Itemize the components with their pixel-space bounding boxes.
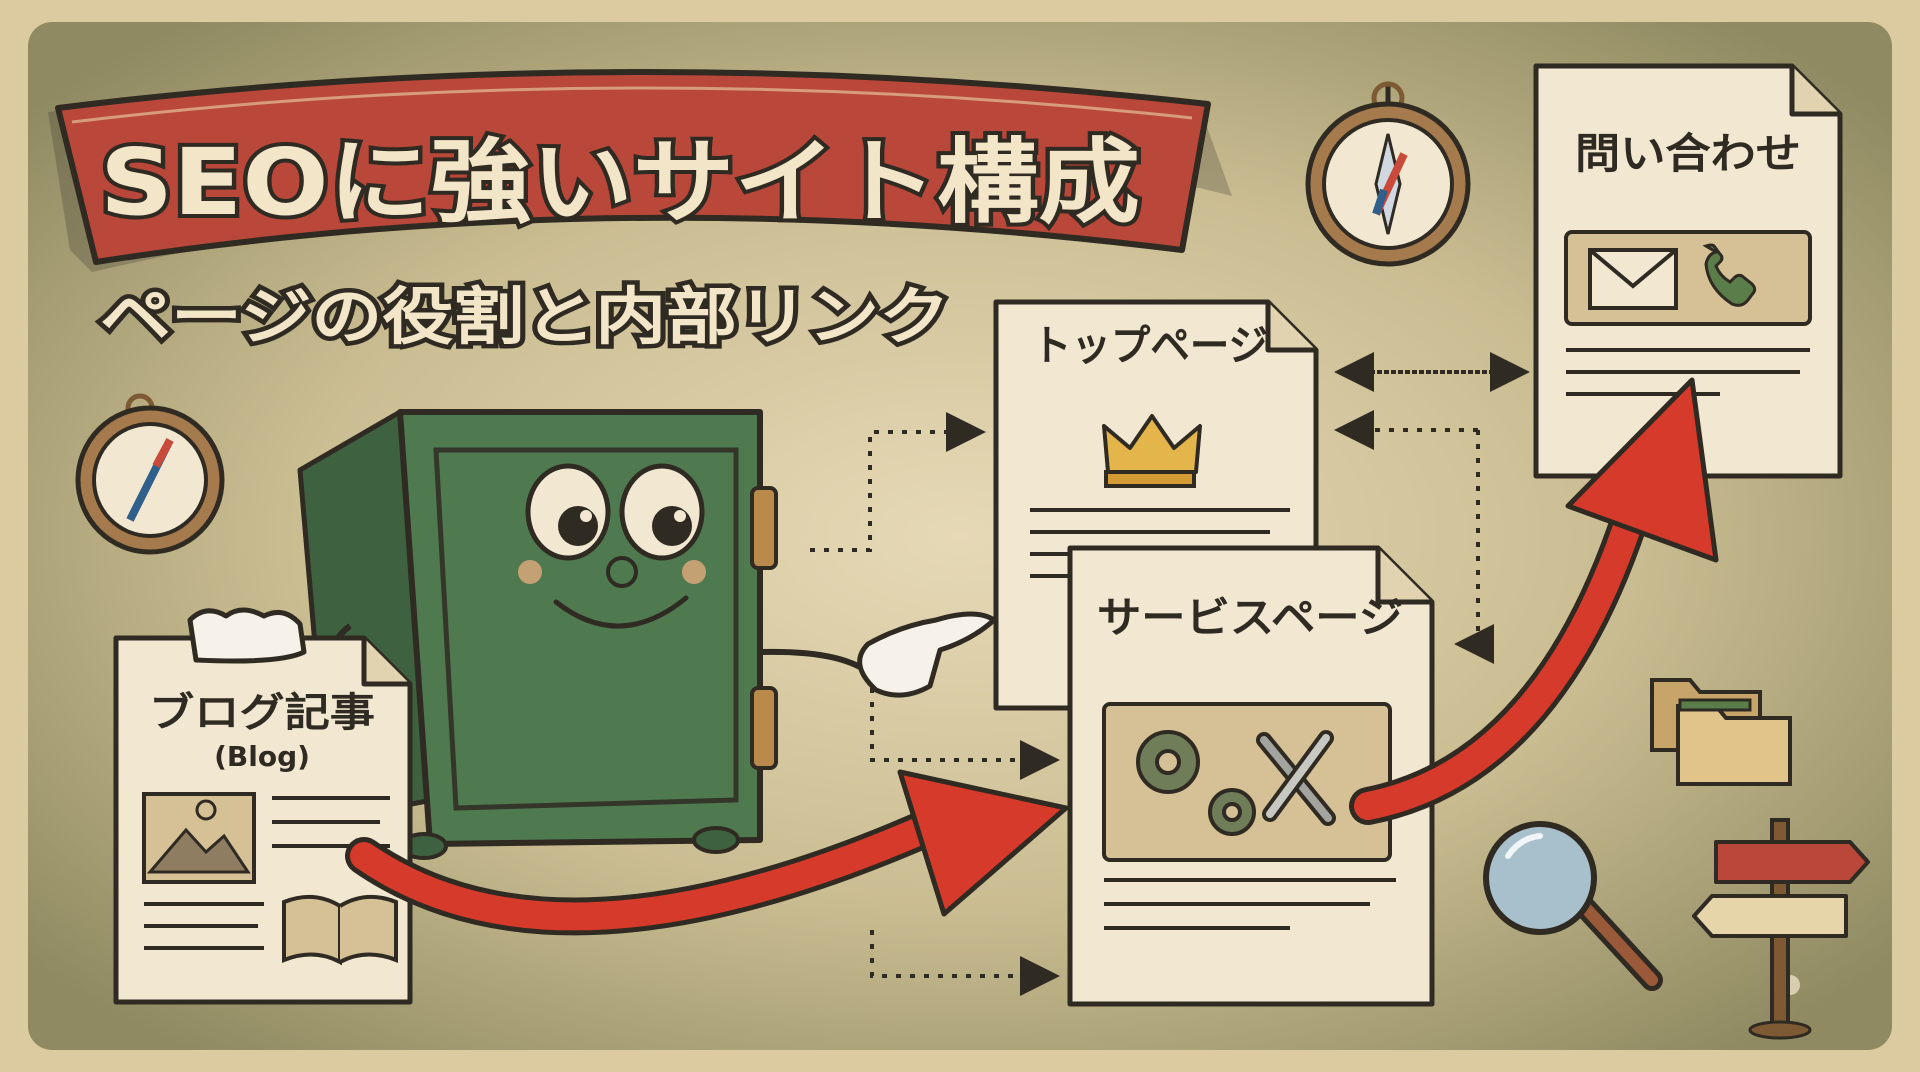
service-page-card: サービスページ [1067, 545, 1435, 1007]
envelope-icon [1588, 248, 1678, 310]
safe-mascot [207, 409, 997, 860]
phone-icon [1702, 243, 1757, 307]
blog-article-card: ブログ記事 (Blog) [113, 607, 413, 1005]
signpost-icon [1692, 818, 1870, 1040]
open-book-icon [282, 894, 398, 966]
banner-subtitle: ページの役割と内部リンク [100, 280, 950, 353]
image-placeholder-icon [142, 792, 256, 884]
gears-wrench-screwdriver-icon [1136, 730, 1336, 836]
top-page-title: トップページ [1032, 321, 1268, 370]
compass-icon [75, 393, 225, 555]
title-banner: SEOに強いサイト構成 [48, 69, 1232, 272]
magnifier-icon [1483, 821, 1663, 991]
blog-title: ブログ記事 [149, 690, 375, 736]
service-text-lines [1104, 878, 1396, 930]
folder-icon [1650, 678, 1792, 786]
red-arrow-blog-to-service [345, 769, 1069, 936]
crown-icon [1102, 414, 1202, 488]
blog-text-lines [144, 796, 390, 950]
internal-links [810, 352, 1530, 996]
contact-page-card: 問い合わせ [1533, 63, 1843, 479]
red-arrow-service-to-contact [1349, 377, 1719, 825]
banner-title: SEOに強いサイト構成 [100, 129, 1140, 236]
compass-icon [1305, 81, 1471, 267]
service-page-title: サービスページ [1097, 593, 1403, 642]
contact-page-title: 問い合わせ [1575, 129, 1801, 178]
blog-subtitle: (Blog) [214, 740, 310, 773]
